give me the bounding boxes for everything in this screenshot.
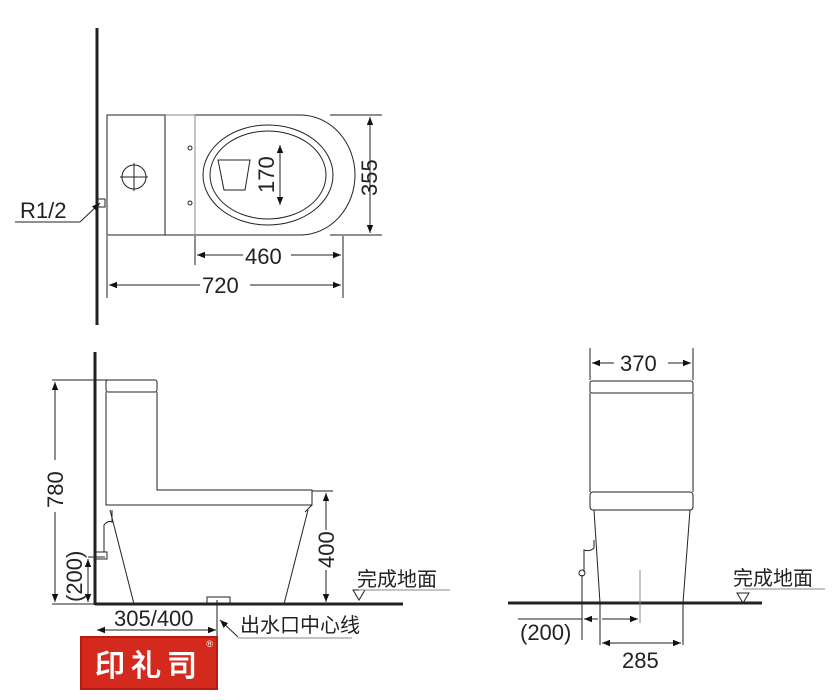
dim-200-side: (200) — [62, 551, 87, 602]
registered-mark: ® — [206, 639, 213, 649]
floor-marker-icon — [736, 592, 750, 604]
side-view — [51, 352, 450, 640]
dim-305-400: 305/400 — [114, 606, 194, 631]
brand-logo: 印礼司 ® — [80, 636, 218, 690]
dim-460: 460 — [245, 244, 282, 269]
floor-label-front: 完成地面 — [733, 567, 813, 590]
dim-285: 285 — [622, 648, 659, 673]
dim-200-front: (200) — [520, 620, 571, 645]
floor-marker-icon — [352, 589, 366, 601]
inlet-label: R1/2 — [20, 198, 66, 223]
dim-170: 170 — [254, 156, 279, 193]
top-view — [15, 28, 382, 325]
tank-outline — [106, 114, 166, 236]
dim-400: 400 — [314, 531, 339, 568]
dim-720: 720 — [202, 273, 239, 298]
front-view — [508, 348, 825, 647]
outlet-centerline-label: 出水口中心线 — [240, 614, 360, 637]
dim-370: 370 — [620, 351, 657, 376]
logo-text: 印礼司 — [95, 649, 203, 684]
floor-label-side: 完成地面 — [357, 568, 437, 591]
dim-780: 780 — [43, 471, 68, 508]
dim-355: 355 — [357, 159, 382, 196]
bowl-outline — [107, 114, 356, 236]
